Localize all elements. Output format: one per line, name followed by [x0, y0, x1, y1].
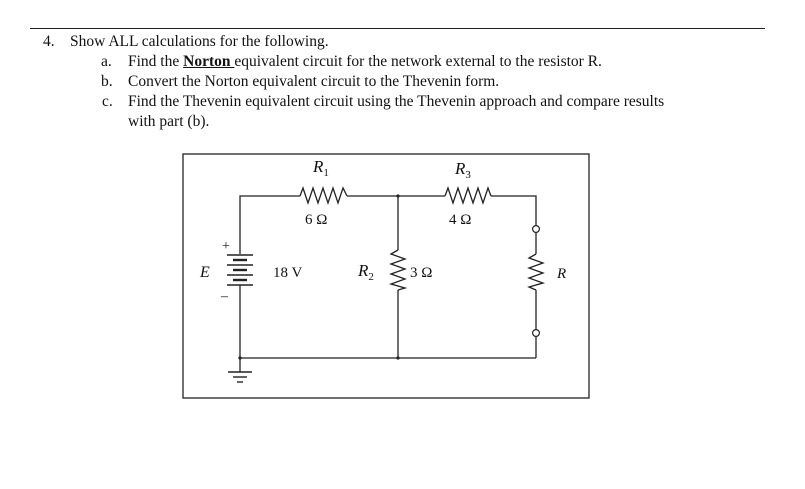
source-label: E — [199, 264, 210, 281]
r2-resistor — [388, 249, 408, 291]
load-label: R — [556, 266, 566, 282]
r1-label: R1 — [312, 157, 329, 179]
plus-sign: + — [222, 239, 230, 254]
r1-resistor — [299, 185, 348, 206]
r2-label: R2 — [357, 261, 374, 283]
part-c-letter: c. — [102, 93, 113, 110]
question-number: 4. — [43, 33, 55, 50]
wire-top-right — [491, 195, 537, 226]
r3-label: R3 — [454, 159, 471, 181]
part-c-text-line2: with part (b). — [128, 113, 210, 130]
battery — [227, 254, 253, 286]
part-c-text-line1: Find the Thevenin equivalent circuit usi… — [128, 93, 665, 110]
junction-top — [396, 194, 400, 198]
terminal-top — [531, 225, 540, 234]
r3-value: 4 Ω — [449, 212, 471, 228]
load-resistor — [527, 253, 546, 291]
r3-resistor — [444, 185, 492, 206]
wires — [239, 195, 537, 372]
part-a-letter: a. — [101, 53, 112, 70]
r2-value: 3 Ω — [410, 265, 432, 281]
part-b-letter: b. — [101, 73, 113, 90]
part-a-text: Find the Norton equivalent circuit for t… — [128, 53, 602, 70]
part-b-text: Convert the Norton equivalent circuit to… — [128, 73, 500, 90]
norton-emphasis: Norton — [183, 53, 235, 70]
junction-bottom — [396, 356, 400, 360]
question-text: Show ALL calculations for the following. — [70, 33, 329, 50]
circuit-frame — [182, 153, 590, 399]
wire-left-top — [239, 195, 300, 254]
terminal-bottom — [531, 329, 540, 338]
r1-value: 6 Ω — [305, 212, 327, 228]
top-rule — [30, 28, 765, 29]
source-value: 18 V — [273, 265, 302, 281]
junction-ground — [238, 356, 242, 360]
minus-sign: – — [220, 289, 229, 304]
ground-icon — [228, 371, 252, 383]
